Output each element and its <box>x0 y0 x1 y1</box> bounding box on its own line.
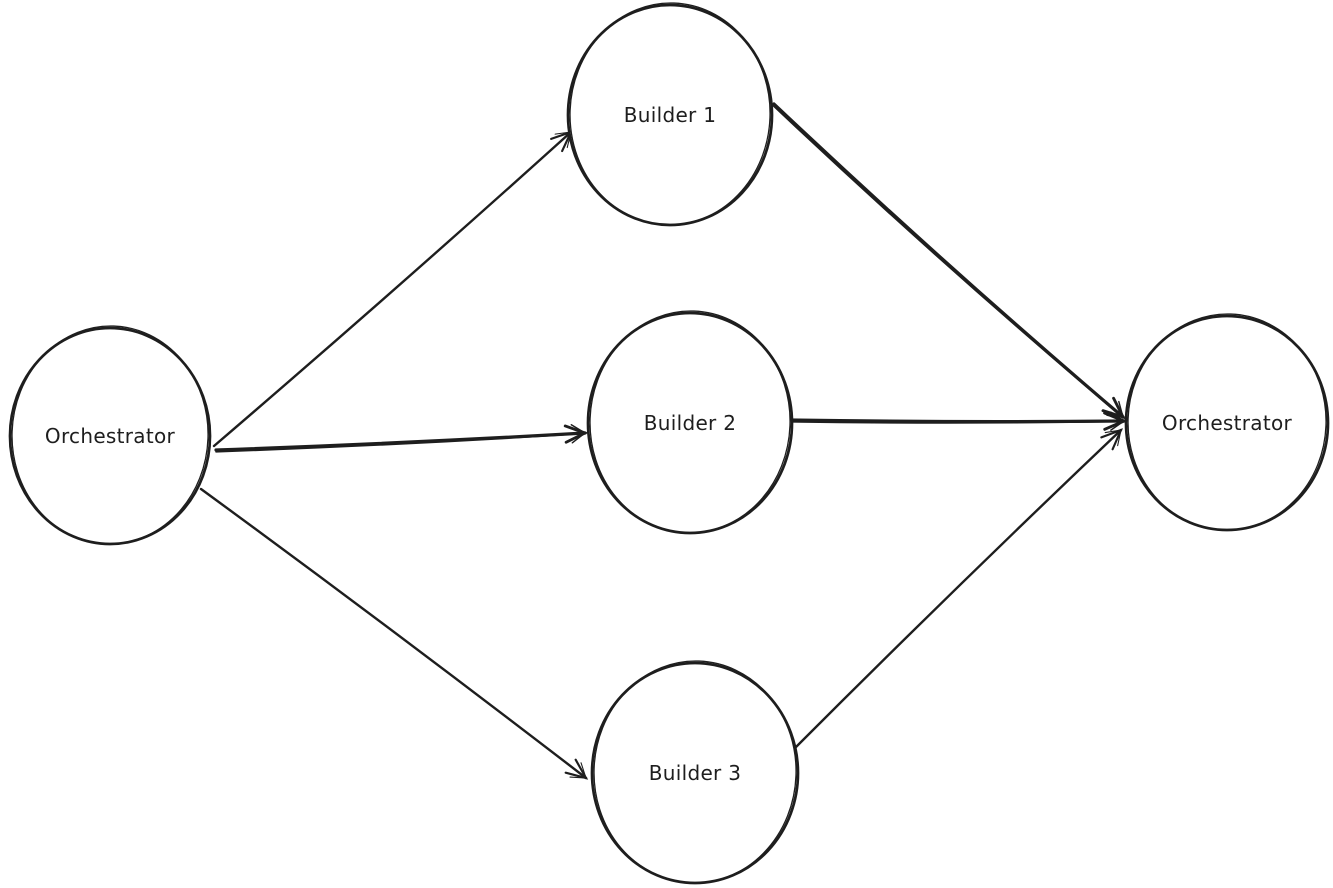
edge-line <box>199 487 588 780</box>
edge-builder-1-to-orchestrator-right[interactable] <box>771 102 1126 420</box>
node-builder-1[interactable] <box>566 0 774 228</box>
node-circle-sketch <box>569 2 771 226</box>
node-builder-2[interactable] <box>586 308 794 537</box>
arrowhead-sketch <box>570 424 587 444</box>
node-orchestrator-right[interactable] <box>1124 311 1330 534</box>
edge-builder-3-to-orchestrator-right[interactable] <box>794 428 1124 749</box>
edge-orchestrator-left-to-builder-2[interactable] <box>214 424 589 453</box>
node-circle-sketch <box>589 310 791 534</box>
node-circle-sketch <box>593 660 797 884</box>
edge-orchestrator-left-to-builder-3[interactable] <box>199 487 589 780</box>
arrowhead-sketch <box>1104 429 1122 447</box>
edge-line <box>212 130 573 448</box>
edge-builder-2-to-orchestrator-right[interactable] <box>787 411 1128 431</box>
edge-line <box>214 431 587 452</box>
edge-line <box>787 418 1126 424</box>
edge-line-sketch <box>771 104 1124 419</box>
edge-line <box>772 102 1125 419</box>
edge-line-sketch <box>215 432 586 453</box>
edge-orchestrator-left-to-builder-1[interactable] <box>212 130 574 448</box>
node-circle-sketch <box>1127 313 1327 531</box>
edge-line <box>794 428 1123 749</box>
node-orchestrator-left[interactable] <box>8 323 212 548</box>
arrowhead-sketch <box>1109 411 1126 431</box>
node-circle-sketch <box>11 325 209 545</box>
edge-line-sketch <box>788 420 1125 424</box>
arrowhead-sketch <box>569 762 587 779</box>
node-builder-3[interactable] <box>590 658 800 887</box>
